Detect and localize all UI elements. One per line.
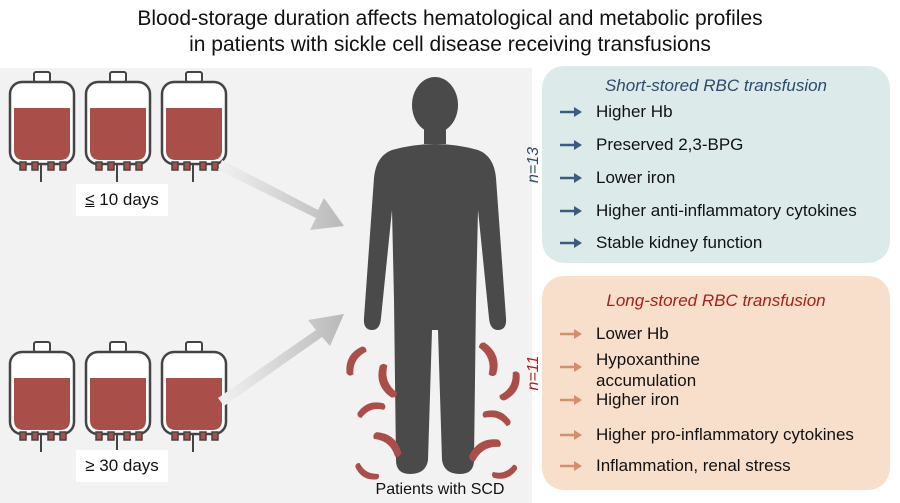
short-storage-days: 10 days bbox=[99, 190, 159, 209]
long-arrow-icon-4 bbox=[560, 430, 582, 440]
long-item-3: Higher iron bbox=[596, 390, 680, 409]
blood-bag-top-1 bbox=[8, 70, 76, 184]
short-arrow-icon-2 bbox=[560, 140, 582, 150]
figure-title: Blood-storage duration affects hematolog… bbox=[0, 6, 900, 58]
long-panel-title: Long-stored RBC transfusion bbox=[606, 291, 826, 310]
blood-bag-top-3 bbox=[160, 70, 228, 184]
short-item-5: Stable kidney function bbox=[596, 233, 763, 252]
blood-bag-top-2 bbox=[84, 70, 152, 184]
short-storage-label: ≤ 10 days bbox=[76, 184, 168, 216]
long-arrow-icon-3 bbox=[560, 395, 582, 405]
patients-label: Patients with SCD bbox=[375, 481, 505, 498]
long-storage-days: 30 days bbox=[99, 456, 159, 475]
long-item-2b: accumulation bbox=[596, 371, 697, 390]
long-n-label: n=11 bbox=[525, 355, 542, 391]
long-arrow-icon-5 bbox=[560, 461, 582, 471]
long-item-2a: Hypoxanthine bbox=[596, 350, 700, 369]
short-arrow-icon-5 bbox=[560, 238, 582, 248]
short-arrow-icon-1 bbox=[560, 107, 582, 117]
short-item-1: Higher Hb bbox=[596, 102, 673, 121]
sickle-cells bbox=[341, 339, 525, 484]
long-item-5: Inflammation, renal stress bbox=[596, 456, 791, 475]
long-stored-panel: Long-stored RBC transfusion Lower Hb Hyp… bbox=[542, 276, 890, 490]
title-line-1: Blood-storage duration affects hematolog… bbox=[137, 7, 763, 30]
long-storage-symbol: ≥ bbox=[85, 456, 95, 475]
long-arrow-icon-1 bbox=[560, 329, 582, 339]
short-panel-title: Short-stored RBC transfusion bbox=[604, 76, 828, 95]
patient-silhouette bbox=[363, 77, 507, 474]
short-item-2: Preserved 2,3-BPG bbox=[596, 135, 744, 154]
short-item-4: Higher anti-inflammatory cytokines bbox=[596, 201, 857, 220]
flow-arrow-bottom bbox=[218, 314, 344, 406]
short-arrow-icon-3 bbox=[560, 173, 582, 183]
long-arrow-icon-2 bbox=[560, 362, 582, 372]
flow-arrow-top bbox=[218, 160, 344, 230]
short-item-3: Lower iron bbox=[596, 168, 676, 187]
blood-bag-bottom-3 bbox=[160, 340, 228, 454]
long-item-4: Higher pro-inflammatory cytokines bbox=[596, 425, 854, 444]
short-n-label: n=13 bbox=[525, 146, 542, 184]
long-item-1: Lower Hb bbox=[596, 324, 669, 343]
blood-bag-bottom-1 bbox=[8, 340, 76, 454]
short-arrow-icon-4 bbox=[560, 206, 582, 216]
short-storage-symbol: ≤ bbox=[85, 190, 95, 209]
short-stored-panel: Short-stored RBC transfusion Higher Hb P… bbox=[542, 66, 890, 263]
blood-bag-bottom-2 bbox=[84, 340, 152, 454]
title-line-2: in patients with sickle cell disease rec… bbox=[189, 33, 711, 56]
long-storage-label: ≥ 30 days bbox=[76, 450, 168, 482]
